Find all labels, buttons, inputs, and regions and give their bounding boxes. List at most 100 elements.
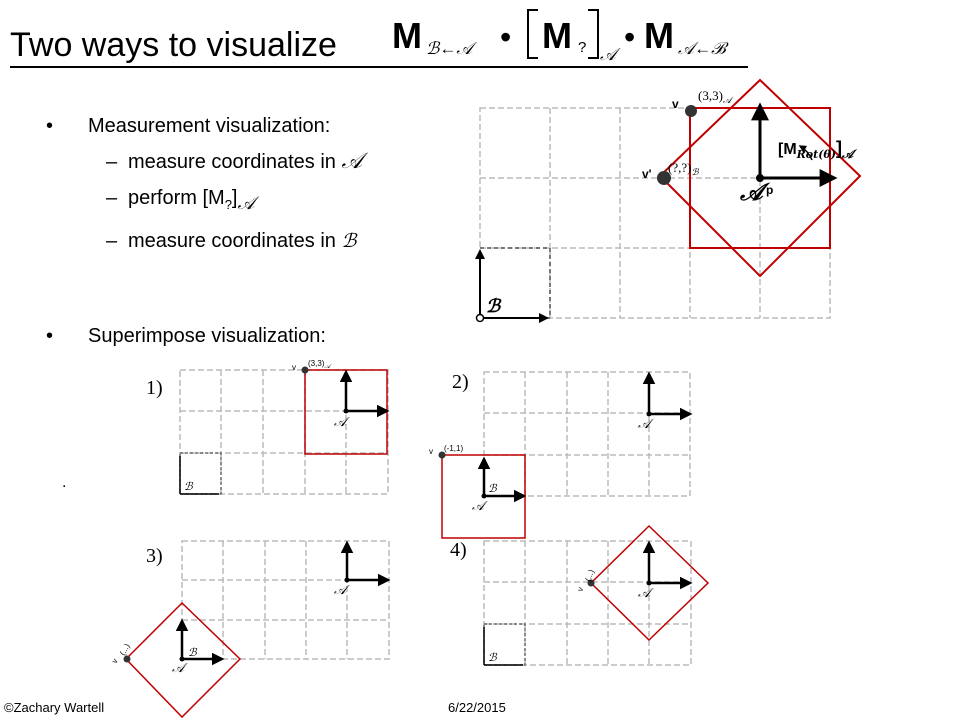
rotation-arc bbox=[798, 145, 813, 161]
panel-4-p bbox=[646, 580, 652, 586]
point-p bbox=[756, 174, 764, 182]
frame-symbol-a: 𝒜 bbox=[237, 193, 255, 214]
stray-dot: . bbox=[62, 474, 67, 491]
v-label: v bbox=[672, 97, 679, 111]
formula-dot-1: • bbox=[500, 19, 511, 55]
frame-b-origin bbox=[475, 313, 485, 323]
matrix-close: ] bbox=[836, 138, 842, 158]
panel-4-b-label: ℬ bbox=[488, 651, 498, 664]
panel-3-grid bbox=[181, 540, 390, 660]
panel-2-point-v bbox=[438, 451, 446, 459]
panel-1-a-label: 𝒜 bbox=[334, 415, 350, 430]
v-coords-frame: 𝒜 bbox=[723, 96, 734, 106]
panel-4-label: 4) bbox=[450, 539, 467, 561]
panel-4-point-v bbox=[587, 579, 595, 587]
panel-1-p bbox=[343, 408, 349, 414]
panel-1-label: 1) bbox=[146, 377, 163, 399]
formula-bracket-frame: 𝒜 bbox=[600, 45, 621, 64]
point-v bbox=[685, 105, 697, 117]
red-rotated-square bbox=[658, 78, 862, 278]
subitem-measure-b: – measure coordinates in ℬ bbox=[46, 223, 362, 259]
formula-m1-sub: ℬ←𝒜 bbox=[426, 39, 477, 58]
slide-title: Two ways to visualize bbox=[10, 26, 337, 64]
panel-1-coords-text: (3,3) bbox=[308, 359, 325, 368]
panel-3-point-v bbox=[123, 655, 131, 663]
panel-3-v-label: v bbox=[110, 657, 120, 665]
frame-symbol-a: 𝒜 bbox=[341, 149, 363, 174]
panel-1-grid bbox=[179, 369, 389, 495]
panel-3-label: 3) bbox=[146, 545, 163, 567]
panel-1-v-label: v bbox=[292, 363, 296, 372]
v-coords: (3,3)𝒜 bbox=[698, 88, 734, 106]
panel-2-label: 2) bbox=[452, 371, 469, 393]
matrix-sub: Rot(θ) bbox=[796, 148, 836, 161]
title-underline bbox=[10, 66, 748, 68]
panel-1-b-label: ℬ bbox=[184, 480, 194, 493]
bullet-list-2: • Superimpose visualization: bbox=[46, 318, 326, 354]
bullet-measurement: • Measurement visualization: bbox=[46, 108, 362, 144]
panel-2-b-label: ℬ bbox=[488, 482, 498, 495]
v-prime-coords: (?,?)ℬ bbox=[668, 160, 699, 178]
panel-4-a-label: 𝒜 bbox=[638, 586, 654, 601]
formula-bracket-m: M bbox=[542, 15, 572, 56]
panel-2: 2) 𝒜 ℬ 𝒜 v (-1,1) bbox=[429, 371, 693, 539]
panel-3-p bbox=[344, 577, 350, 583]
panel-1-point-v bbox=[301, 366, 309, 374]
bullet-dot: • bbox=[46, 115, 54, 137]
panel-4: 4) ℬ 𝒜 v (...) bbox=[450, 524, 710, 666]
panel-2-origin bbox=[481, 493, 487, 499]
formula-m1: M bbox=[392, 15, 422, 56]
bullet-text: Measurement visualization: bbox=[88, 115, 331, 137]
panel-4-coords: (...) bbox=[583, 568, 596, 583]
formula-m2-sub: 𝒜←ℬ bbox=[678, 39, 729, 58]
panel-2-coords: (-1,1) bbox=[444, 444, 463, 453]
bullet-superimpose: • Superimpose visualization: bbox=[46, 318, 326, 354]
panel-3-b-label: ℬ bbox=[188, 646, 198, 659]
bullet-dot: • bbox=[46, 325, 54, 347]
matrix-open: [M bbox=[778, 141, 797, 158]
v-prime-coords-frame: ℬ bbox=[691, 168, 699, 178]
subitem-sub: ? bbox=[224, 197, 232, 212]
subitem-text: measure coordinates in bbox=[128, 151, 342, 173]
v-prime-label: v' bbox=[642, 167, 652, 181]
v-prime-coords-text: (?,?) bbox=[668, 160, 691, 175]
formula-bracket-sub: ? bbox=[578, 39, 586, 56]
title-formula: M ℬ←𝒜 • M ? 𝒜 • M 𝒜←ℬ bbox=[392, 9, 729, 64]
panel-4-grid bbox=[483, 540, 692, 666]
dash: – bbox=[106, 230, 118, 252]
footer-date: 6/22/2015 bbox=[448, 700, 506, 715]
formula-right-bracket bbox=[588, 9, 599, 59]
panel-2-v-label: v bbox=[429, 447, 433, 456]
subitem-text: measure coordinates in bbox=[128, 230, 342, 252]
panel-3-red-rotated-square bbox=[124, 601, 242, 719]
panel-2-grid bbox=[483, 371, 691, 497]
formula-dot-2: • bbox=[624, 19, 635, 55]
subitem-suffix: ] bbox=[231, 187, 238, 209]
panel-3-a-label: 𝒜 bbox=[334, 583, 350, 598]
panel-3: 3) 𝒜 ℬ 𝒜 v (...) bbox=[110, 540, 391, 719]
footer-author: ©Zachary Wartell bbox=[4, 700, 105, 715]
subitem-measure-a: – measure coordinates in 𝒜 bbox=[46, 144, 362, 180]
panel-2-p bbox=[646, 411, 652, 417]
panel-3-origin bbox=[179, 656, 185, 662]
p-label: p bbox=[766, 183, 773, 197]
point-v-prime bbox=[657, 171, 671, 185]
subitem-perform: – perform [M?]𝒜 bbox=[46, 180, 362, 223]
matrix-label: [MRot(θ)]𝒜 bbox=[778, 138, 858, 161]
panel-2-a-label: 𝒜 bbox=[638, 417, 654, 432]
dash: – bbox=[106, 187, 118, 209]
panel-2-a2-label: 𝒜 bbox=[472, 499, 488, 514]
dash: – bbox=[106, 151, 118, 173]
formula-m2: M bbox=[644, 15, 674, 56]
bullet-list: • Measurement visualization: – measure c… bbox=[46, 108, 362, 259]
frame-symbol-b: ℬ bbox=[341, 230, 357, 252]
formula-left-bracket bbox=[527, 9, 538, 59]
main-grid bbox=[479, 107, 831, 319]
panel-4-v-label: v bbox=[575, 586, 585, 593]
v-coords-text: (3,3) bbox=[698, 88, 723, 103]
panel-4-red-rotated-square bbox=[589, 524, 710, 642]
frame-b-label: ℬ bbox=[486, 296, 502, 317]
panel-1-coords-frame: 𝒜 bbox=[324, 363, 332, 370]
matrix-frame: 𝒜 bbox=[841, 147, 858, 161]
